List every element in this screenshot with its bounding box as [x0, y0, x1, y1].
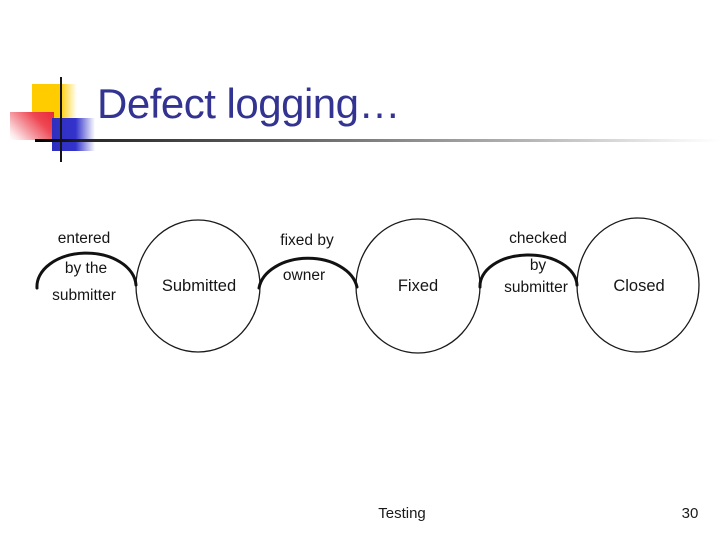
transition-arc-fixed: [257, 256, 359, 290]
transition-label-line: submitter: [52, 287, 116, 304]
deco-blue-square: [52, 118, 95, 151]
transition-label-line: by: [529, 257, 547, 274]
deco-red-square: [10, 112, 54, 140]
deco-vertical-line: [60, 77, 63, 162]
state-label-closed: Closed: [613, 277, 665, 295]
title-underline-rule: [35, 139, 720, 142]
transition-arc-checked: [478, 253, 579, 289]
transition-label-line: entered: [57, 230, 111, 247]
state-label-submitted: Submitted: [161, 277, 237, 295]
transition-label-line: owner: [282, 267, 326, 284]
transition-label-line: checked: [509, 230, 567, 247]
footer-title: Testing: [378, 505, 426, 522]
slide-title: Defect logging…: [97, 80, 401, 127]
transition-label-line: submitter: [504, 279, 568, 296]
transition-label-line: fixed by: [280, 232, 334, 249]
page-number: 30: [681, 505, 699, 522]
state-label-fixed: Fixed: [397, 277, 439, 295]
transition-label-line: by the: [64, 260, 108, 277]
transition-arc-entered: [35, 251, 138, 290]
